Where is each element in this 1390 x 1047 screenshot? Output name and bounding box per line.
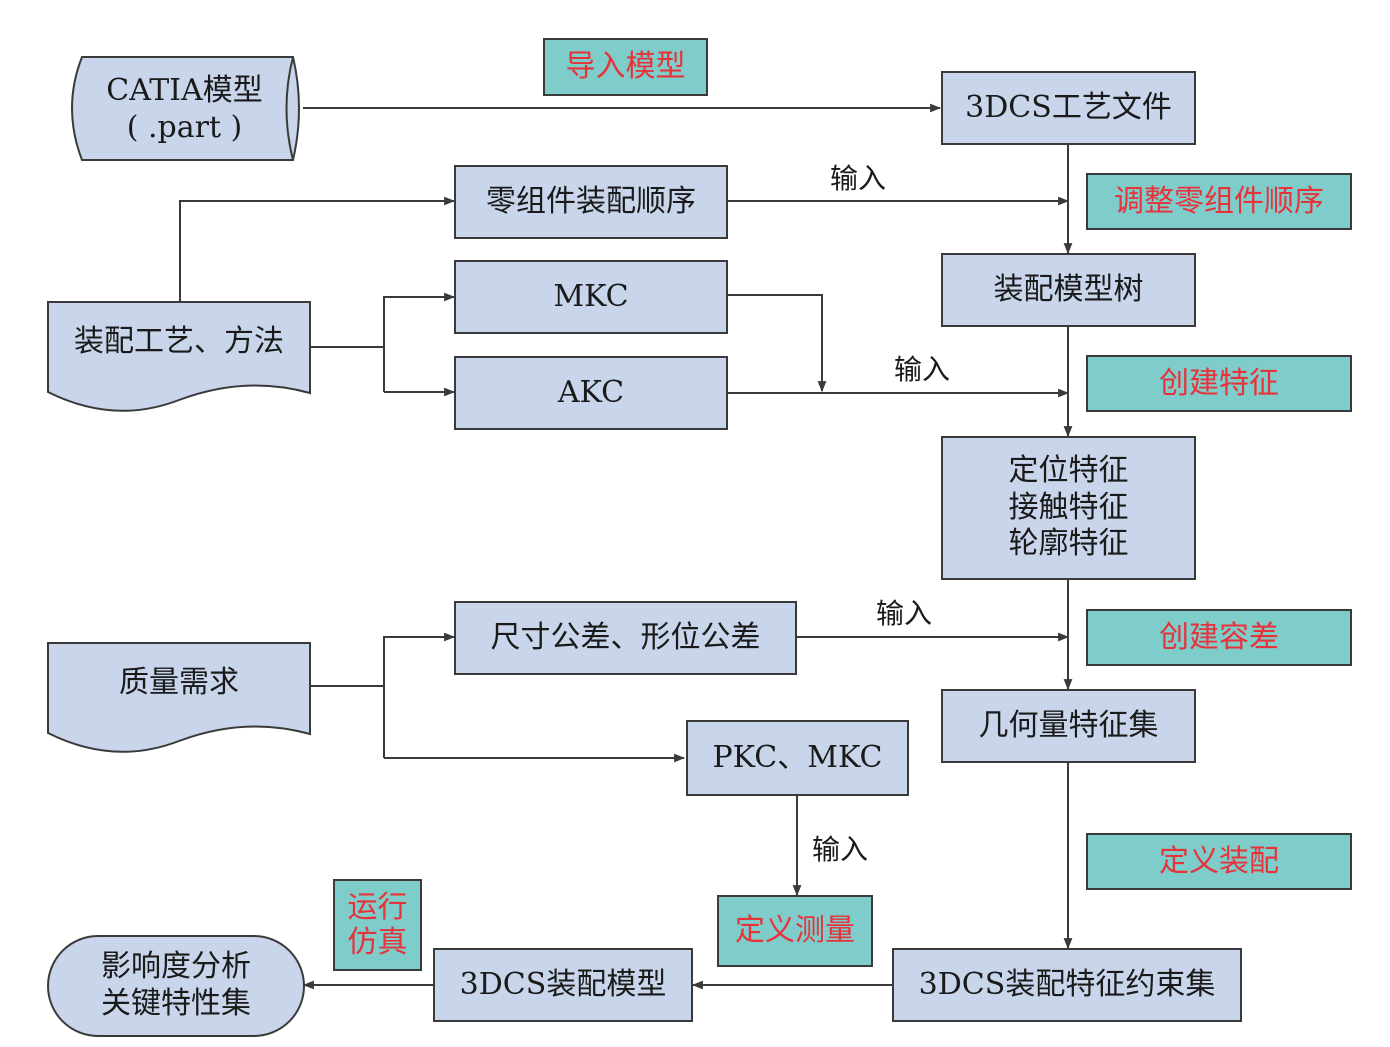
influence-analysis-text: 影响度分析 关键特性集 xyxy=(101,949,251,1021)
adjust-sequence-tag: 调整零组件顺序 xyxy=(1086,173,1352,230)
geometry-feature-set-box: 几何量特征集 xyxy=(941,689,1196,763)
dcs-process-file-box: 3DCS工艺文件 xyxy=(941,71,1196,145)
pkc-mkc-box: PKC、MKC xyxy=(686,720,909,796)
mkc-box: MKC xyxy=(454,260,728,334)
akc-box: AKC xyxy=(454,356,728,430)
assembly-process-doc-shape xyxy=(47,301,311,412)
edge-label-input-1: 输入 xyxy=(830,162,887,195)
catia-cylinder-rim xyxy=(285,56,294,161)
edge-label-input-2: 输入 xyxy=(894,353,951,386)
define-assembly-tag: 定义装配 xyxy=(1086,833,1352,890)
quality-demand-text: 质量需求 xyxy=(119,665,239,701)
edge-quality-to-tolerance xyxy=(383,632,456,758)
features-box: 定位特征 接触特征 轮廓特征 xyxy=(941,436,1196,580)
dcs-assembly-model-box: 3DCS装配模型 xyxy=(433,948,693,1022)
tolerances-box: 尺寸公差、形位公差 xyxy=(454,601,797,675)
edge-process-to-mkc xyxy=(383,292,456,392)
edge-mkc-down xyxy=(728,294,827,393)
edge-process-to-sequence xyxy=(179,196,456,302)
quality-demand-doc-shape xyxy=(47,642,311,753)
create-tolerance-tag: 创建容差 xyxy=(1086,609,1352,666)
catia-model-text: CATIA模型 ( .part ) xyxy=(106,72,263,146)
run-simulation-tag: 运行 仿真 xyxy=(333,879,422,971)
define-measurement-tag: 定义测量 xyxy=(717,895,873,967)
assembly-sequence-box: 零组件装配顺序 xyxy=(454,165,728,239)
edge-label-input-4: 输入 xyxy=(812,833,869,866)
import-model-tag: 导入模型 xyxy=(543,38,708,96)
dcs-constraint-set-box: 3DCS装配特征约束集 xyxy=(892,948,1242,1022)
edge-label-input-3: 输入 xyxy=(876,597,933,630)
assembly-process-text: 装配工艺、方法 xyxy=(74,324,284,360)
assembly-model-tree-box: 装配模型树 xyxy=(941,253,1196,327)
create-features-tag: 创建特征 xyxy=(1086,355,1352,412)
